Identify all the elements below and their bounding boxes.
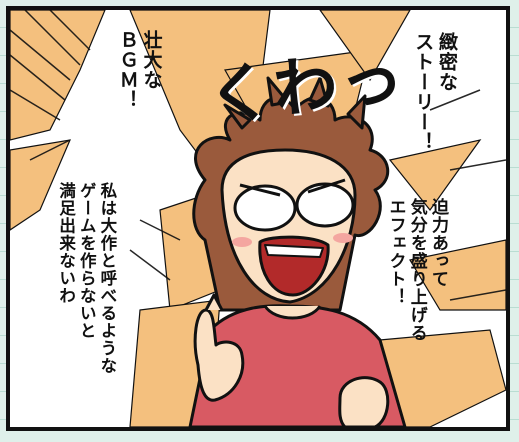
text-line: ストーリー！ [412, 32, 435, 152]
text-elaborate-story: 緻密な ストーリー！ [411, 32, 458, 152]
pointing-hand [193, 293, 245, 402]
text-line: ＢＧＭ！ [116, 30, 139, 110]
text-line: 緻密な [436, 32, 458, 92]
text-grand-bgm: 壮大な ＢＧＭ！ [115, 30, 163, 110]
text-powerful-effect: 迫力あって 気分を盛り上げる エフェクト！ [384, 198, 449, 342]
text-line: ゲームを作らないと [77, 182, 97, 340]
text-line: 満足出来ないわ [56, 182, 76, 305]
manga-panel: くわっ 緻密な ストーリー！ 壮大な ＢＧＭ！ 迫力あって 気分を盛り上げる エ… [6, 6, 510, 431]
panel-artwork [10, 10, 506, 427]
face [220, 148, 357, 304]
fist [338, 376, 390, 427]
text-line: 壮大な [140, 30, 163, 90]
speed-lines [10, 10, 506, 301]
text-line: 気分を盛り上げる [406, 198, 427, 342]
text-line: 迫力あって [428, 198, 448, 288]
text-satisfaction: 私は大作と呼べるような ゲームを作らないと 満足出来ないわ [55, 182, 117, 375]
text-line: エフェクト！ [385, 198, 406, 306]
text-line: 私は大作と呼べるような [97, 182, 117, 375]
